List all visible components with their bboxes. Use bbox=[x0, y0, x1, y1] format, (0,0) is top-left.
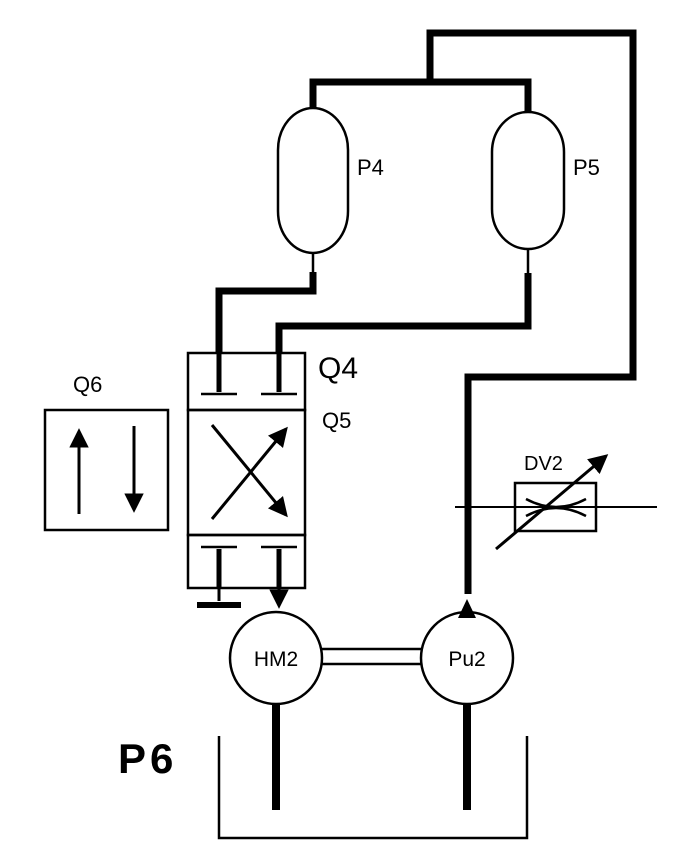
tank-p6 bbox=[217, 736, 529, 840]
pipe-network bbox=[215, 29, 637, 594]
accumulator-stubs bbox=[311, 249, 530, 276]
valve-port-bars bbox=[201, 392, 297, 549]
label-q4: Q4 bbox=[318, 352, 358, 385]
label-p4: P4 bbox=[357, 155, 384, 180]
throttle-valve-dv2 bbox=[455, 454, 657, 551]
directional-valve-q5 bbox=[186, 351, 307, 608]
accumulator-p5 bbox=[490, 110, 566, 251]
valve-top-ports-box bbox=[186, 351, 307, 412]
valve-bottom-ports-box bbox=[186, 533, 307, 590]
label-p6: P6 bbox=[118, 735, 177, 782]
dv2-restrictor-arc-lower bbox=[525, 506, 587, 518]
valve-drain bbox=[197, 588, 241, 608]
accumulator-p4 bbox=[276, 106, 350, 255]
labels: P4 P5 Q4 Q5 Q6 DV2 HM2 Pu2 P6 bbox=[73, 155, 600, 782]
pipe-main-loop bbox=[426, 29, 637, 594]
valve-port-stems bbox=[216, 353, 282, 588]
pump-outlet-triangle bbox=[458, 599, 476, 618]
label-dv2: DV2 bbox=[524, 453, 563, 475]
label-q6: Q6 bbox=[73, 372, 102, 397]
motor-pump-group bbox=[228, 588, 515, 810]
pipe-p4-to-valve bbox=[215, 272, 317, 353]
valve-q6 bbox=[43, 408, 170, 532]
flow-arrow-up-right bbox=[210, 426, 288, 520]
flow-arrow-down-right bbox=[210, 424, 288, 518]
label-q5: Q5 bbox=[322, 408, 351, 433]
valve-spool-box bbox=[186, 408, 307, 537]
valve-crossed-flow-arrows bbox=[210, 424, 288, 520]
dv2-adjust-arrow bbox=[495, 454, 609, 551]
label-p5: P5 bbox=[573, 155, 600, 180]
q6-box bbox=[43, 408, 170, 532]
pipe-accumulator-top-header bbox=[309, 78, 532, 116]
dv2-box bbox=[513, 481, 598, 533]
label-hm2: HM2 bbox=[254, 648, 298, 671]
label-pu2: Pu2 bbox=[448, 648, 485, 671]
accumulators bbox=[276, 106, 566, 255]
pipe-p5-to-valve bbox=[275, 273, 532, 353]
